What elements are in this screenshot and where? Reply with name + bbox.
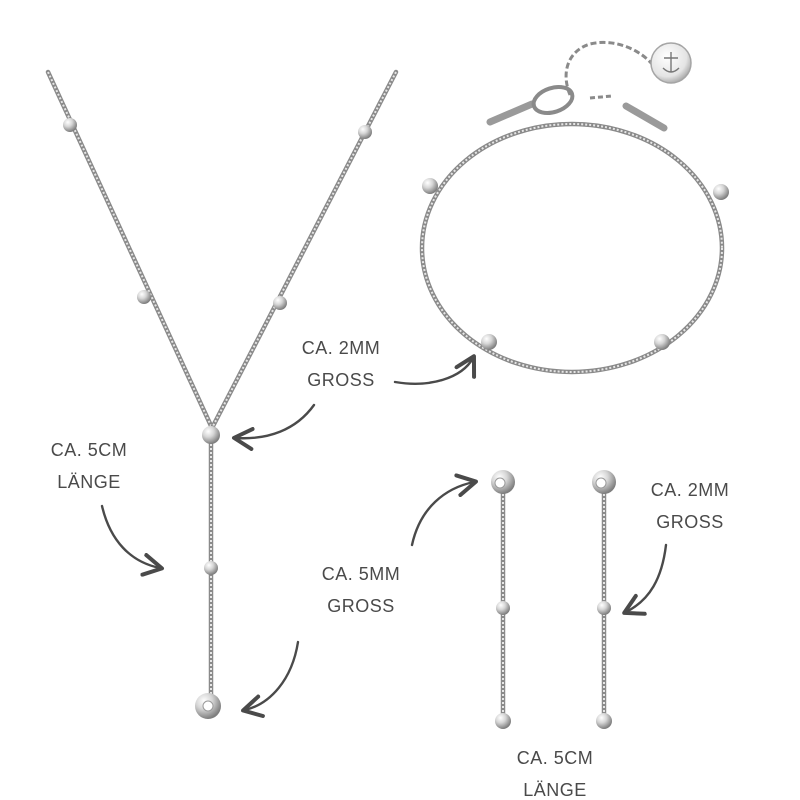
label-line: GROSS <box>656 512 724 532</box>
arrow-icon <box>622 543 668 616</box>
label-line: CA. 5MM <box>321 564 401 584</box>
arrow-icon <box>241 640 300 718</box>
label-line: CA. 5CM <box>50 440 128 460</box>
bracelet-image <box>419 40 729 375</box>
label-line: CA. 5CM <box>516 748 594 768</box>
label-line: CA. 2MM <box>301 338 381 358</box>
necklace-drop-length-label: CA. 5CM LÄNGE <box>34 434 144 498</box>
earring-image <box>491 470 515 729</box>
arrow-icon <box>232 403 316 451</box>
arrow-icon <box>410 473 478 547</box>
earring-bead-size-label: CA. 2MM GROSS <box>635 474 745 538</box>
arrow-icon <box>100 504 164 577</box>
necklace-image <box>45 69 399 719</box>
label-line: CA. 2MM <box>650 480 730 500</box>
arrow-icon <box>393 354 477 385</box>
label-line: LÄNGE <box>57 472 121 492</box>
label-line: GROSS <box>327 596 395 616</box>
earring-length-label: CA. 5CM LÄNGE <box>500 742 610 800</box>
label-line: GROSS <box>307 370 375 390</box>
label-line: LÄNGE <box>523 780 587 800</box>
necklace-bead-size-label: CA. 2MM GROSS <box>286 332 396 396</box>
necklace-end-size-label: CA. 5MM GROSS <box>306 558 416 622</box>
earring-image <box>592 470 616 729</box>
